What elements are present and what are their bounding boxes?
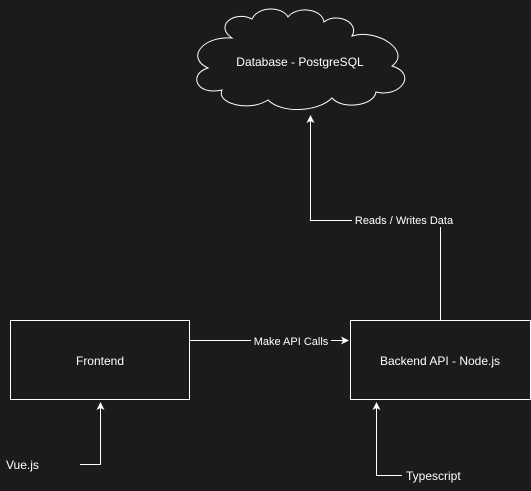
typescript-arrow xyxy=(372,402,402,476)
api-calls-edge[interactable]: Make API Calls xyxy=(190,334,349,348)
backend-label: Backend API - Node.js xyxy=(380,354,500,368)
database-node[interactable]: Database - PostgreSQL xyxy=(196,8,406,111)
vue-label: Vue.js xyxy=(6,458,39,472)
frontend-label: Frontend xyxy=(76,354,124,368)
reads-writes-edge[interactable]: Reads / Writes Data xyxy=(306,115,457,320)
reads-writes-label: Reads / Writes Data xyxy=(355,215,454,227)
api-calls-label: Make API Calls xyxy=(254,336,329,348)
frontend-box xyxy=(10,320,190,400)
backend-node[interactable]: Backend API - Node.js xyxy=(350,320,531,400)
frontend-node[interactable]: Frontend xyxy=(10,320,190,400)
api-calls-label-bg xyxy=(251,334,331,348)
vue-arrow xyxy=(80,402,105,465)
vue-annotation: Vue.js xyxy=(6,402,105,472)
database-cloud-shape xyxy=(196,8,406,111)
typescript-annotation: Typescript xyxy=(372,402,461,483)
database-label: Database - PostgreSQL xyxy=(236,55,364,69)
reads-writes-label-bg xyxy=(352,213,456,227)
backend-box xyxy=(350,320,531,400)
typescript-label: Typescript xyxy=(406,469,461,483)
